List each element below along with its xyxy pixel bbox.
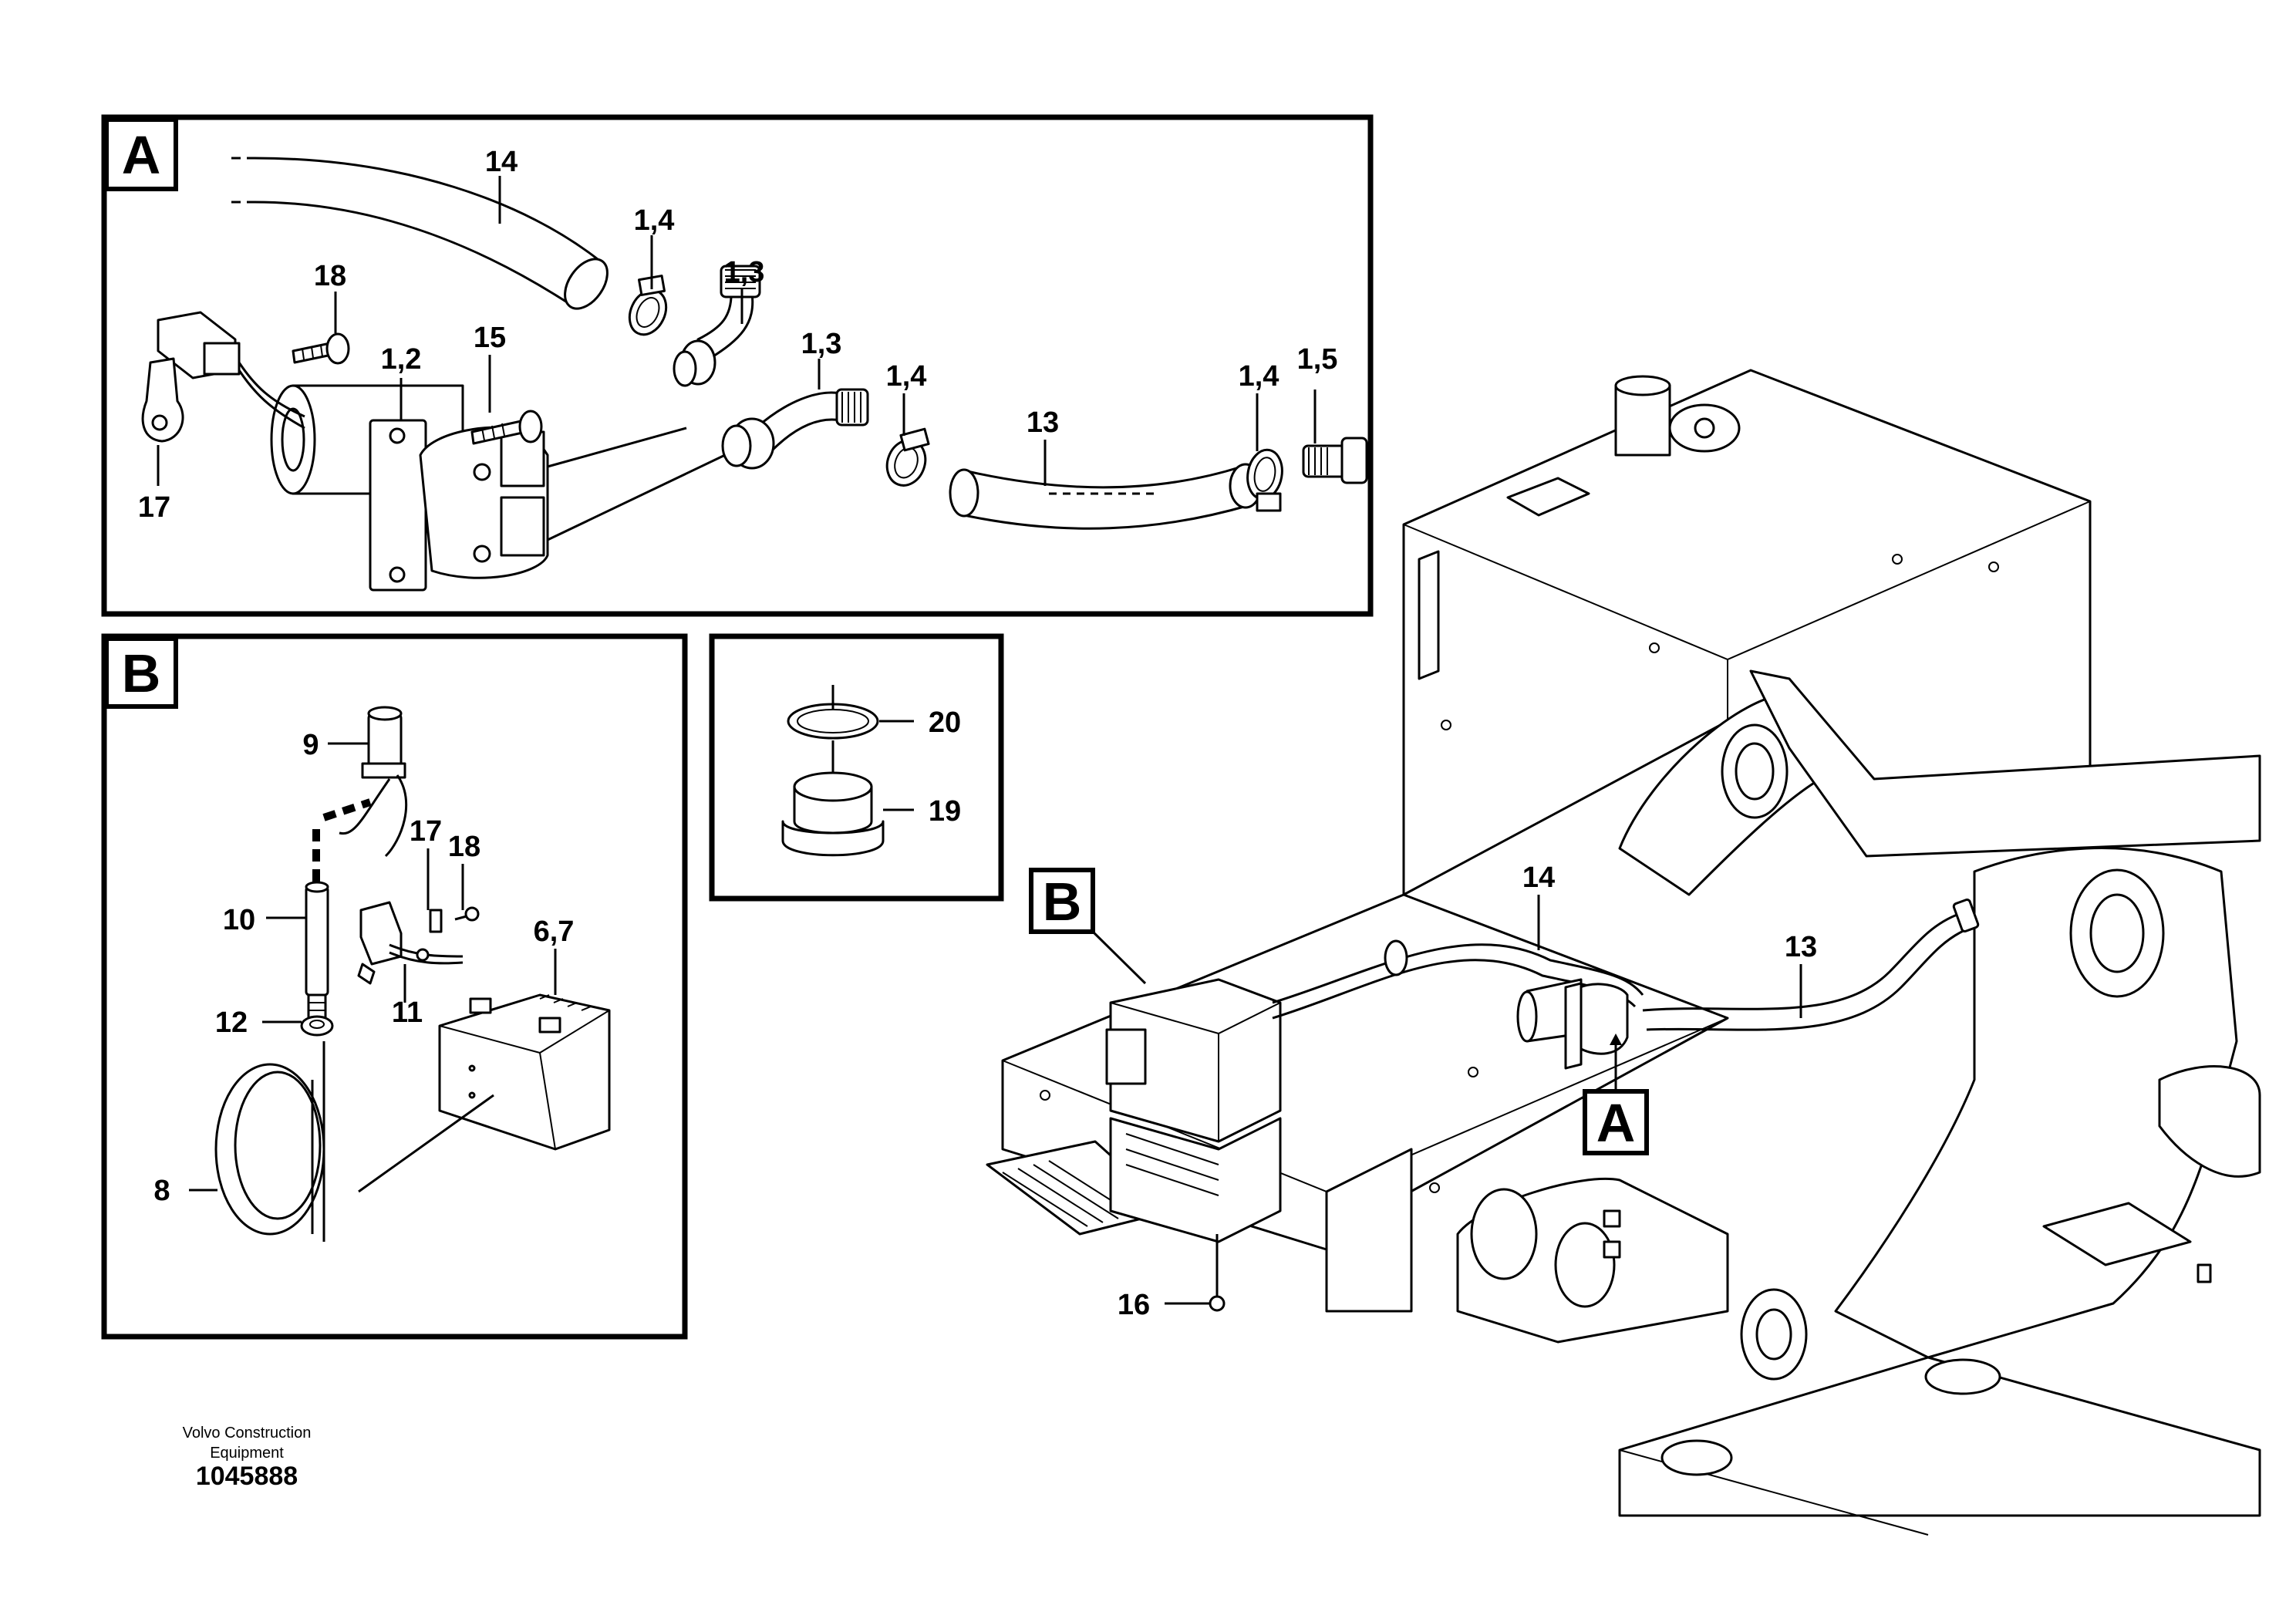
callout-a-18: 18 [314, 260, 346, 292]
view-ref-b-letter: B [1043, 872, 1082, 932]
panel-plug-frame [709, 633, 1004, 902]
main-assembly-view: B A 14 13 16 [986, 369, 2261, 1536]
callout-a-1-4-mid: 1,4 [886, 360, 927, 393]
plug-9 [312, 706, 408, 887]
panel-b-letter: B [122, 643, 161, 703]
callout-b-9: 9 [302, 729, 319, 761]
main-leaders [1165, 895, 1802, 1305]
company-line-1: Volvo Construction [182, 1425, 312, 1442]
callout-b-17: 17 [410, 815, 442, 848]
hose-14 [231, 157, 609, 310]
callout-a-1-4-right: 1,4 [1239, 360, 1279, 393]
bolt-18 [292, 332, 350, 365]
seal-12 [300, 1015, 334, 1037]
view-ref-b: B [1029, 868, 1147, 985]
callout-a-15: 15 [474, 322, 506, 354]
clamp-1-4-top [628, 275, 668, 336]
callout-a-1-3-mid: 1,3 [801, 328, 842, 360]
view-ref-a-letter: A [1596, 1093, 1636, 1153]
callout-a-17: 17 [138, 491, 170, 524]
pump-1-2 [270, 384, 549, 592]
panel-a-leaders [157, 176, 1317, 541]
pump-installed [1516, 978, 1629, 1070]
callout-m-13: 13 [1785, 931, 1817, 963]
clamp-1-4-mid [885, 427, 930, 487]
panel-b-letter-box [104, 636, 178, 709]
callout-c-19: 19 [929, 795, 961, 828]
company-name: Volvo Construction Equipment [147, 1423, 347, 1463]
callout-c-20: 20 [929, 706, 961, 739]
view-ref-a: A [1583, 1034, 1649, 1155]
detail-panel-a: A [101, 114, 1374, 617]
callout-a-13: 13 [1027, 406, 1059, 439]
screw-18 [454, 906, 480, 922]
callout-a-14: 14 [485, 146, 518, 178]
callout-a-1-4-top: 1,4 [634, 204, 675, 237]
panel-a-frame [101, 114, 1374, 617]
bolt-15 [470, 410, 543, 445]
heater-element-10 [305, 881, 329, 1031]
nipple-fitting-1-5 [1302, 437, 1368, 484]
company-line-2: Equipment [210, 1445, 284, 1462]
detail-panel-b: B [101, 633, 688, 1340]
callout-m-16: 16 [1118, 1289, 1150, 1321]
callout-b-12: 12 [215, 1007, 248, 1039]
elbow-fitting-1-3-top [673, 265, 761, 387]
connector-17 [141, 311, 305, 443]
control-box-6-7 [438, 993, 611, 1151]
callout-a-1-2: 1,2 [381, 343, 422, 376]
callout-b-8: 8 [153, 1175, 170, 1207]
callout-a-1-5: 1,5 [1297, 343, 1338, 376]
callout-b-6-7: 6,7 [534, 916, 575, 948]
clamp-1-4-right [1246, 448, 1283, 512]
relay-11 [357, 901, 464, 985]
panel-a-letter-box [104, 117, 178, 191]
panel-a-letter: A [122, 125, 161, 185]
elbow-fitting-1-3-mid [721, 388, 869, 470]
panel-b-leaders [189, 742, 557, 1193]
upper-frame [1456, 669, 2261, 1536]
o-ring-20 [787, 685, 914, 740]
callout-b-18: 18 [448, 831, 480, 863]
heater-band-8 [214, 1041, 325, 1242]
panel-b-frame [101, 633, 688, 1340]
callout-b-10: 10 [223, 904, 255, 936]
plug-19 [781, 740, 914, 857]
document-number: 1045888 [195, 1462, 298, 1491]
hose-13-installed [1642, 899, 1980, 1031]
hose-13 [949, 463, 1263, 530]
detail-panel-plug: 20 19 [709, 633, 1004, 902]
callout-b-11: 11 [392, 996, 423, 1029]
heater-box-assembly [1105, 978, 1282, 1312]
callout-m-14: 14 [1522, 862, 1555, 894]
callout-a-1-3-top: 1,3 [724, 256, 765, 288]
